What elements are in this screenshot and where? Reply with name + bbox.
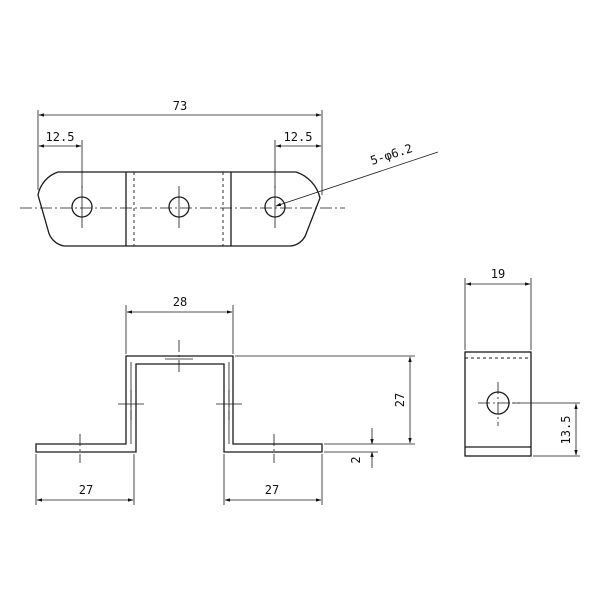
hole-callout: 5-φ6.2	[369, 141, 415, 168]
dim-left-flange: 27	[79, 483, 93, 497]
side-outline	[464, 351, 532, 457]
top-view-outline	[37, 171, 321, 247]
hole-leader	[275, 151, 439, 207]
dim-thickness: 2	[349, 456, 363, 463]
front-view: 28 27 2 27 27	[35, 295, 415, 505]
front-outer-profile	[35, 355, 323, 453]
dim-hole-height: 13.5	[559, 416, 573, 445]
dim-top-width: 28	[173, 295, 187, 309]
side-view: 19 13.5	[464, 267, 580, 457]
dim-side-width: 19	[491, 267, 505, 281]
dim-right-flange: 27	[265, 483, 279, 497]
dim-overall-length: 73	[173, 99, 187, 113]
dim-left-offset: 12.5	[46, 130, 75, 144]
dim-height: 27	[393, 393, 407, 407]
top-view: 73 12.5 12.5 5-φ6.2	[20, 99, 439, 247]
dim-right-offset: 12.5	[284, 130, 313, 144]
